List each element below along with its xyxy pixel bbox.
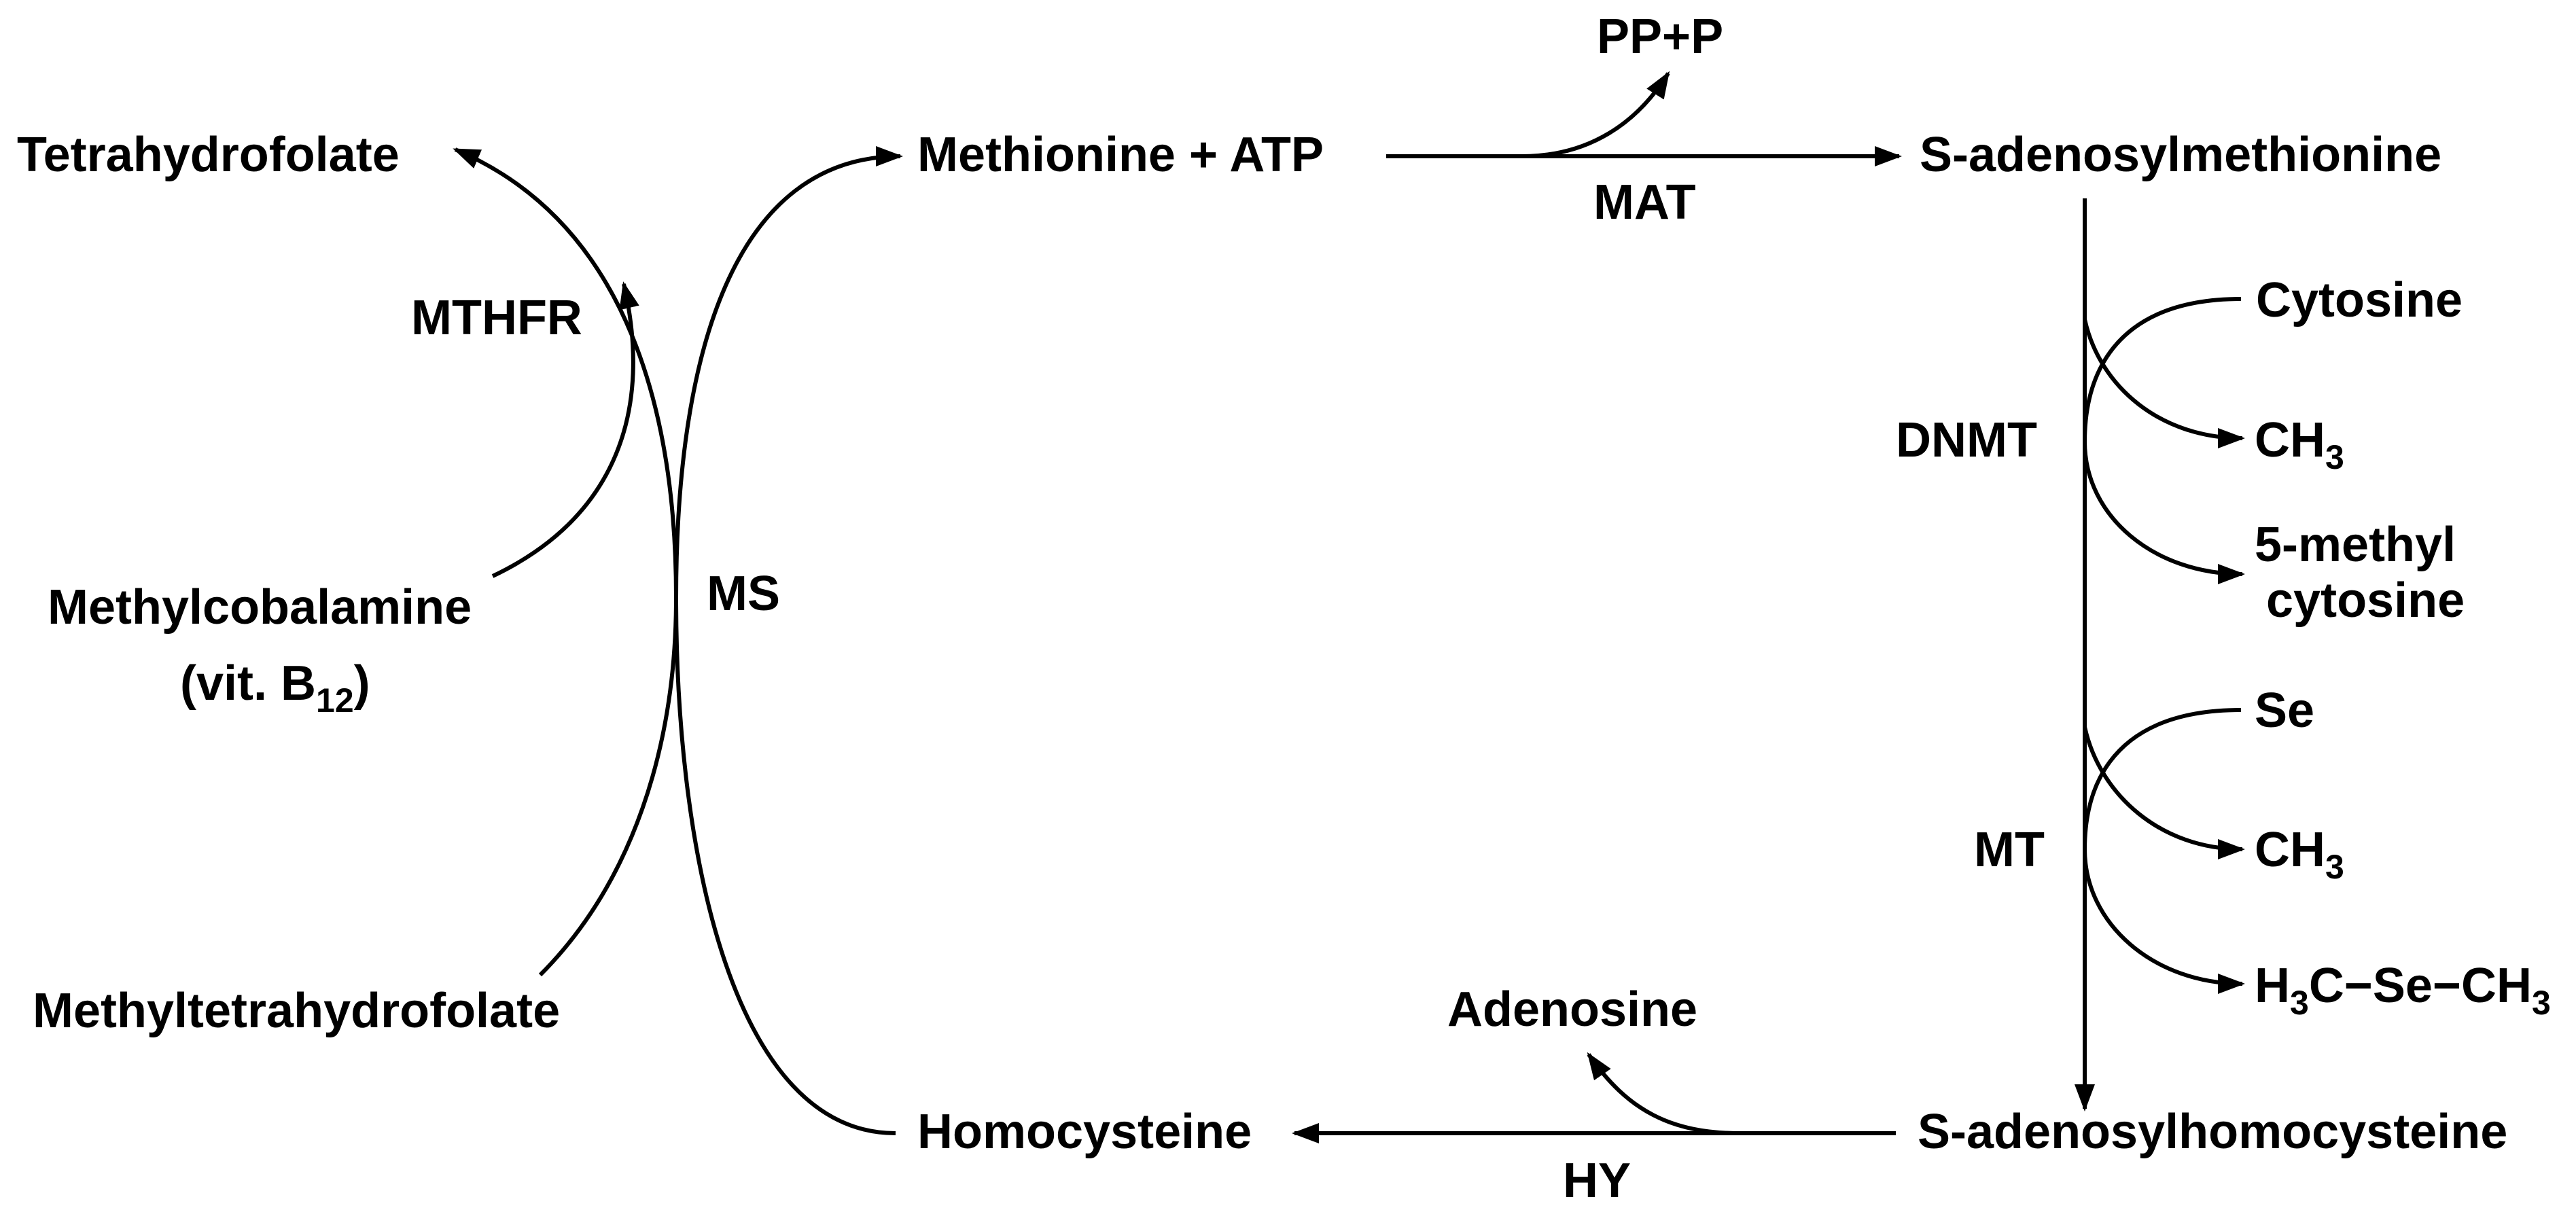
label-dimethylselenide: H3C−Se−CH3 (2255, 959, 2551, 1022)
label-mat: MAT (1593, 175, 1696, 230)
label-methionine-atp: Methionine + ATP (917, 128, 1324, 182)
label-pp-p: PP+P (1597, 10, 1723, 64)
label-5-methyl: 5-methyl (2255, 518, 2456, 572)
arrow-methylcobalamine-mthfr (491, 281, 639, 578)
label-dnmt: DNMT (1896, 413, 2037, 467)
label-vit-b12: (vit. B12) (180, 656, 370, 719)
arrow-5-methylcytosine-out (2083, 441, 2245, 584)
label-cytosine: Cytosine (2256, 273, 2463, 327)
label-methylcobalamine: Methylcobalamine (48, 580, 472, 635)
label-ch3-a: CH3 (2255, 413, 2344, 476)
label-ms: MS (707, 567, 780, 621)
label-ch3-b: CH3 (2255, 823, 2344, 886)
arrow-ms-homocysteine-to-methionine (673, 146, 903, 1135)
label-adenosine: Adenosine (1447, 982, 1697, 1037)
label-mthfr: MTHFR (411, 291, 582, 345)
arrow-pp-p (1521, 71, 1670, 158)
arrow-adenosine (1587, 1052, 1740, 1135)
label-cytosine-line2: cytosine (2266, 573, 2465, 628)
arrow-ch3-out-b (2083, 726, 2245, 859)
label-s-adenosylhomocysteine: S-adenosylhomocysteine (1918, 1105, 2507, 1159)
label-tetrahydrofolate: Tetrahydrofolate (17, 128, 400, 182)
label-homocysteine: Homocysteine (917, 1105, 1252, 1159)
arc-cytosine-in (2083, 297, 2242, 442)
arrow-methyltetrahydrofolate-to-tetrahydrofolate (453, 147, 679, 977)
arc-se-in (2083, 708, 2242, 850)
label-methyltetrahydrofolate: Methyltetrahydrofolate (33, 984, 560, 1038)
label-mt: MT (1974, 823, 2045, 877)
arrow-ch3-out-a (2083, 319, 2245, 448)
arrow-dimethylselenide-out (2083, 849, 2245, 994)
label-hy: HY (1563, 1154, 1631, 1208)
label-se: Se (2255, 683, 2314, 738)
label-s-adenosylmethionine: S-adenosylmethionine (1920, 128, 2441, 182)
